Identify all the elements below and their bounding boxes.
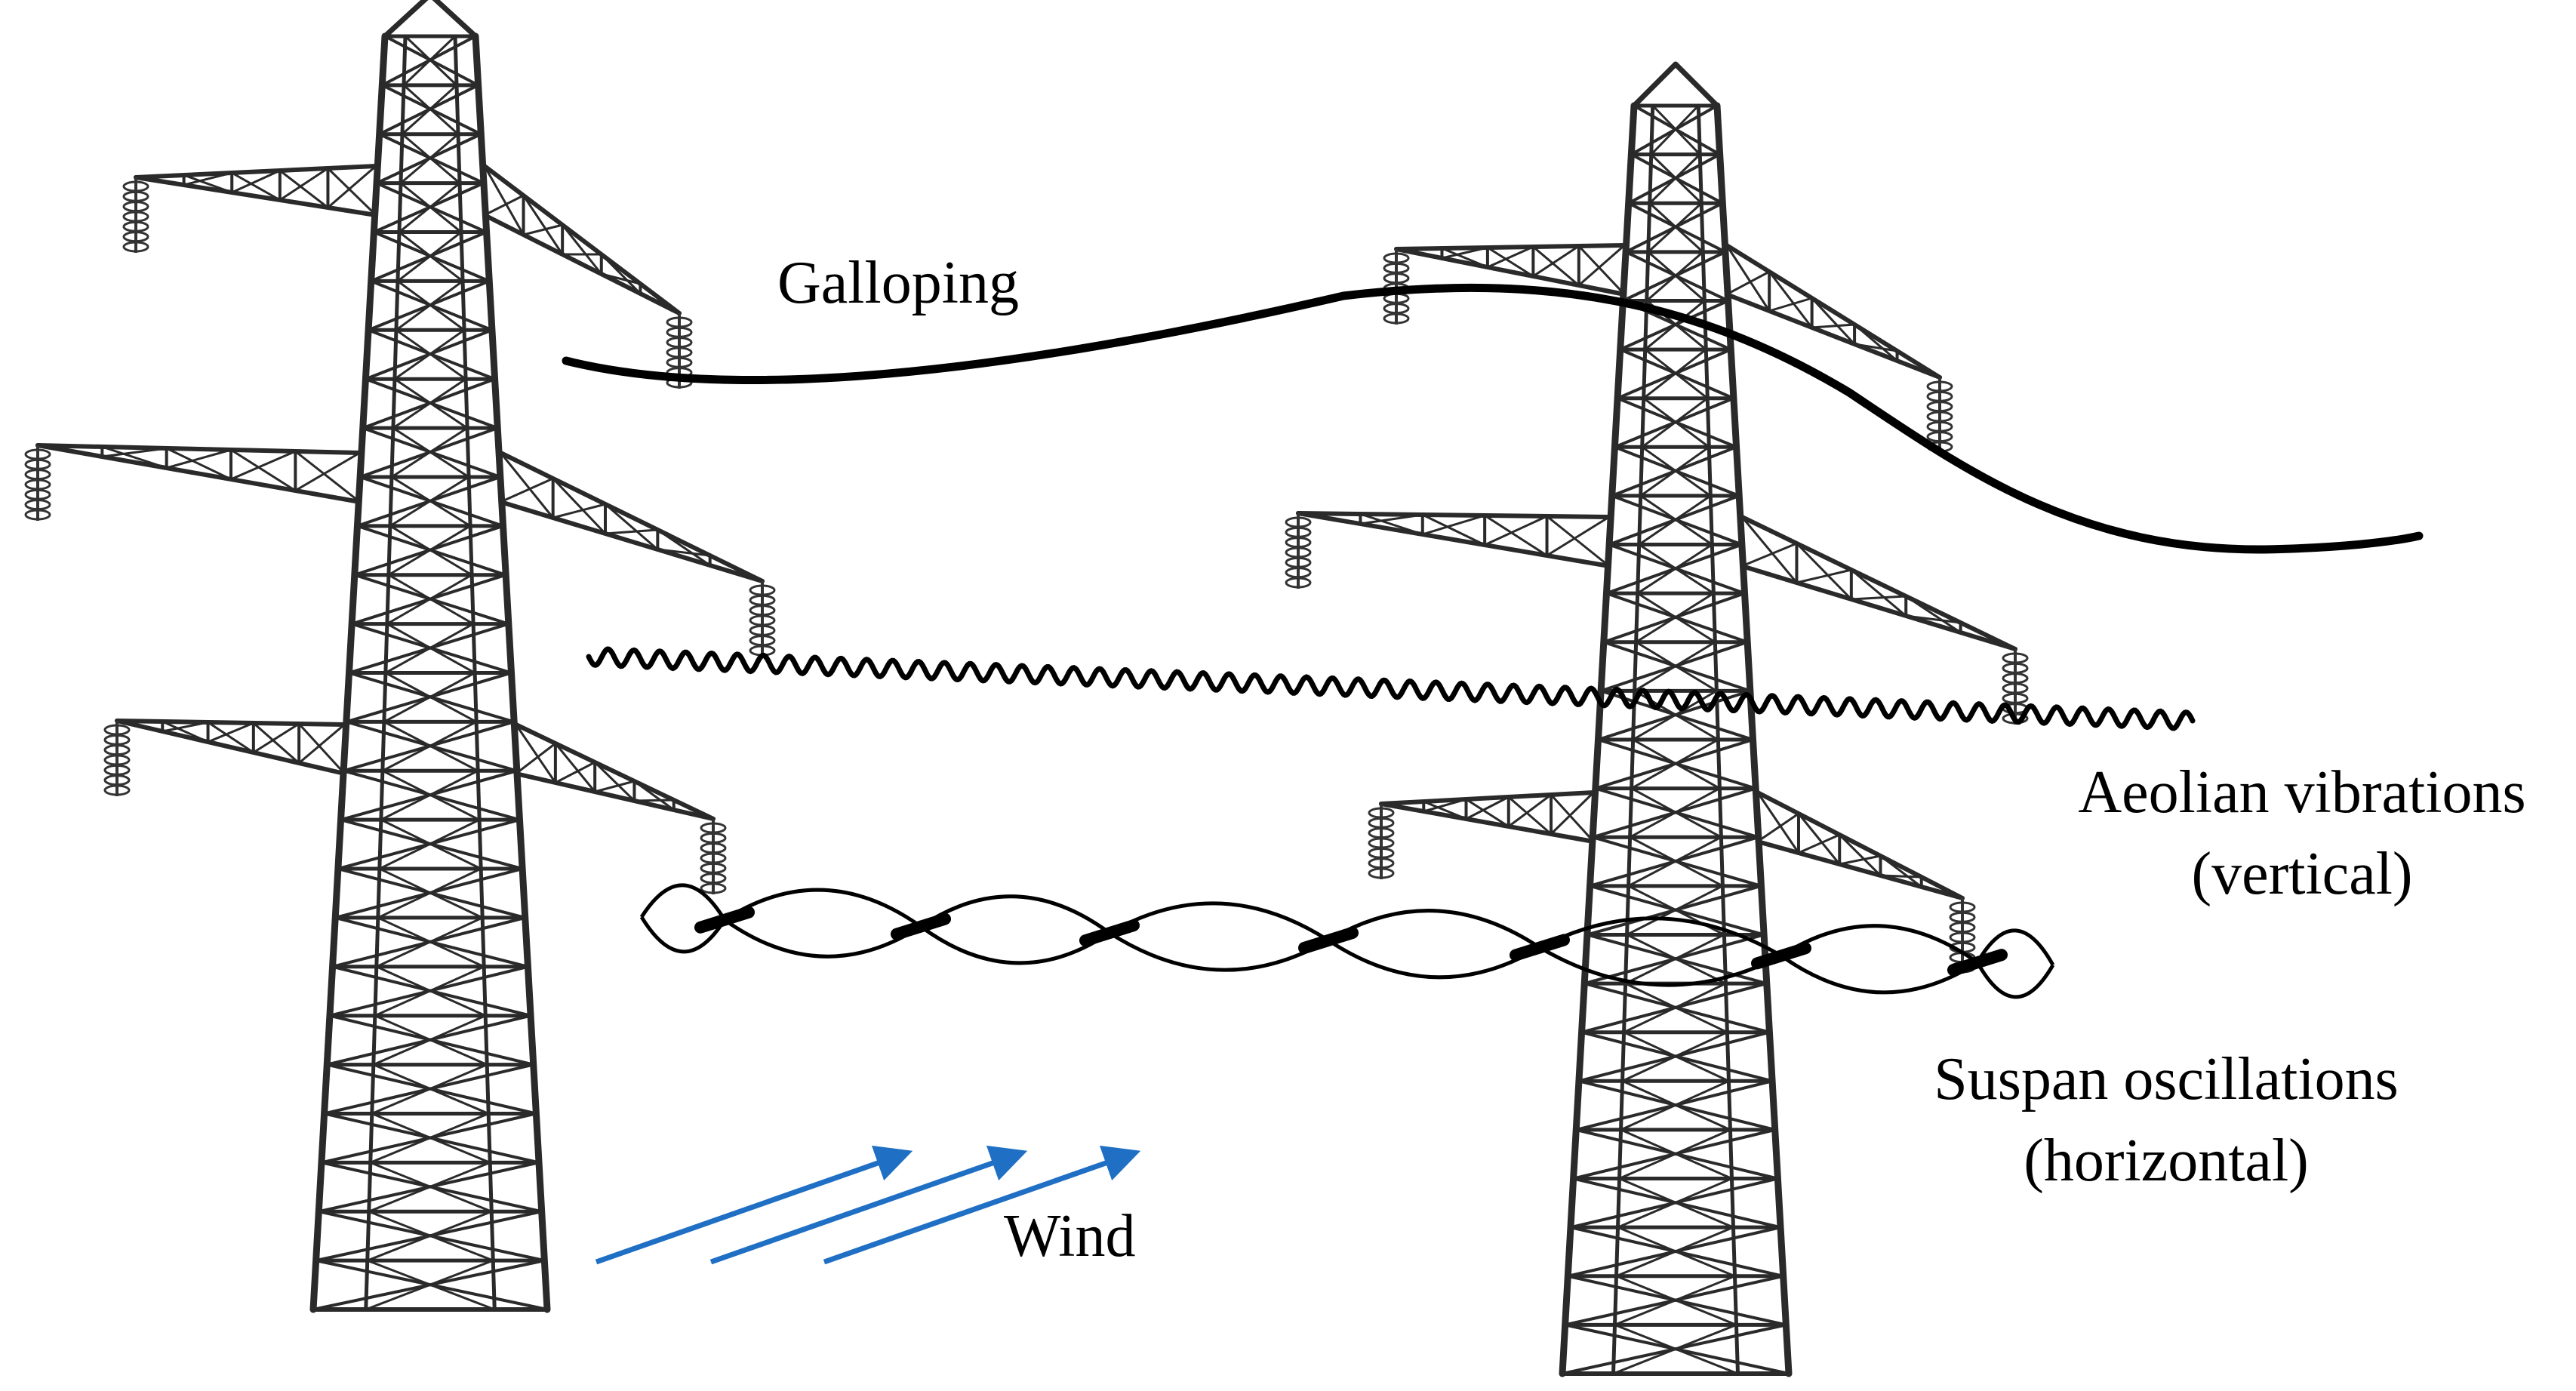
- subspan-conductor-a: [639, 883, 2055, 999]
- spacer-damper-icon: [1079, 919, 1140, 947]
- spacer-damper-icon: [1751, 942, 1811, 970]
- insulator-string-icon: [700, 819, 727, 894]
- aeolian-label: Aeolian vibrations (vertical): [2038, 762, 2566, 904]
- spacer-damper-icon: [1298, 926, 1359, 954]
- galloping-label: Galloping: [777, 250, 1019, 316]
- wind-arrow-icon: [823, 1145, 1141, 1265]
- subspan-label-line2: (horizontal): [2024, 1128, 2309, 1194]
- insulator-string-icon: [1285, 513, 1312, 589]
- subspan-conductor-b: [639, 888, 2055, 995]
- galloping-conductor: [562, 283, 2424, 554]
- insulator-string-icon: [122, 177, 149, 253]
- subspan-label: Suspan oscillations (horizontal): [1879, 1049, 2453, 1191]
- insulator-string-icon: [103, 721, 131, 796]
- wind-arrow-icon: [595, 1145, 913, 1265]
- subspan-label-line1: Suspan oscillations: [1934, 1046, 2399, 1112]
- aeolian-label-line2: (vertical): [2191, 841, 2413, 907]
- aeolian-vibration-conductor: [586, 646, 2196, 731]
- insulator-string-icon: [749, 581, 776, 657]
- insulator-string-icon: [1368, 804, 1395, 879]
- insulator-string-icon: [2002, 649, 2029, 725]
- insulator-string-icon: [1926, 377, 1953, 453]
- lattice-tower-left: [35, 0, 765, 1313]
- spacer-damper-icon: [694, 906, 755, 934]
- spacer-damper-icon: [1510, 934, 1570, 962]
- spacer-damper-icon: [1947, 949, 2008, 977]
- aeolian-label-line1: Aeolian vibrations: [2078, 759, 2526, 826]
- wind-arrow-icon: [709, 1145, 1028, 1265]
- subspan-oscillation-conductors: [639, 883, 2055, 999]
- wind-arrows: [595, 1145, 1141, 1265]
- spacer-damper-icon: [891, 912, 951, 940]
- insulator-string-icon: [24, 445, 51, 521]
- wind-label: Wind: [1004, 1203, 1136, 1269]
